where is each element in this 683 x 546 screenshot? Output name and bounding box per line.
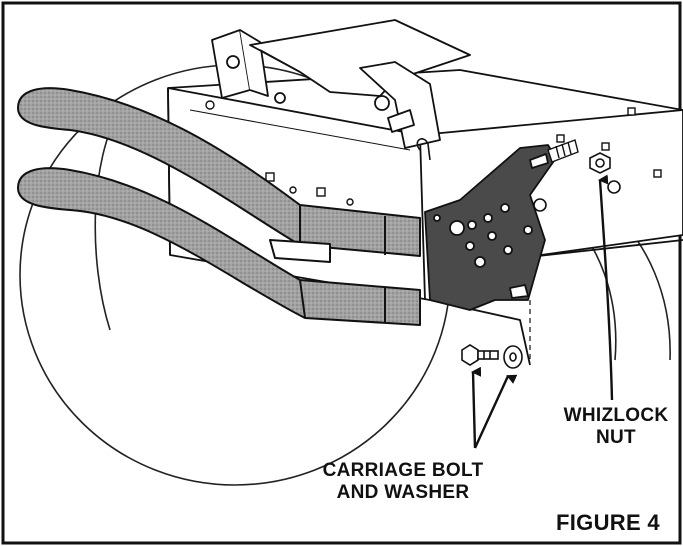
mounting-plate — [424, 144, 557, 311]
leader-arrows — [471, 174, 614, 449]
bumper-tubes — [17, 87, 421, 326]
whizlock-nut — [533, 152, 621, 212]
carriage-bolt-label: CARRIAGE BOLT AND WASHER — [288, 460, 518, 504]
carriage-bolt — [461, 344, 499, 366]
washer — [503, 345, 523, 369]
cotter-pin — [416, 138, 431, 161]
carriage-bolt-label-line1: CARRIAGE BOLT — [322, 460, 484, 481]
threaded-stud — [547, 139, 579, 163]
carriage-bolt-label-line2: AND WASHER — [336, 481, 470, 503]
whizlock-nut-label-line1: WHIZLOCK — [563, 405, 669, 426]
top-bracket — [211, 19, 471, 149]
figure-caption: FIGURE 4 — [556, 510, 660, 535]
whizlock-nut-label: WHIZLOCK NUT — [546, 405, 683, 449]
whizlock-nut-label-line2: NUT — [596, 426, 636, 448]
